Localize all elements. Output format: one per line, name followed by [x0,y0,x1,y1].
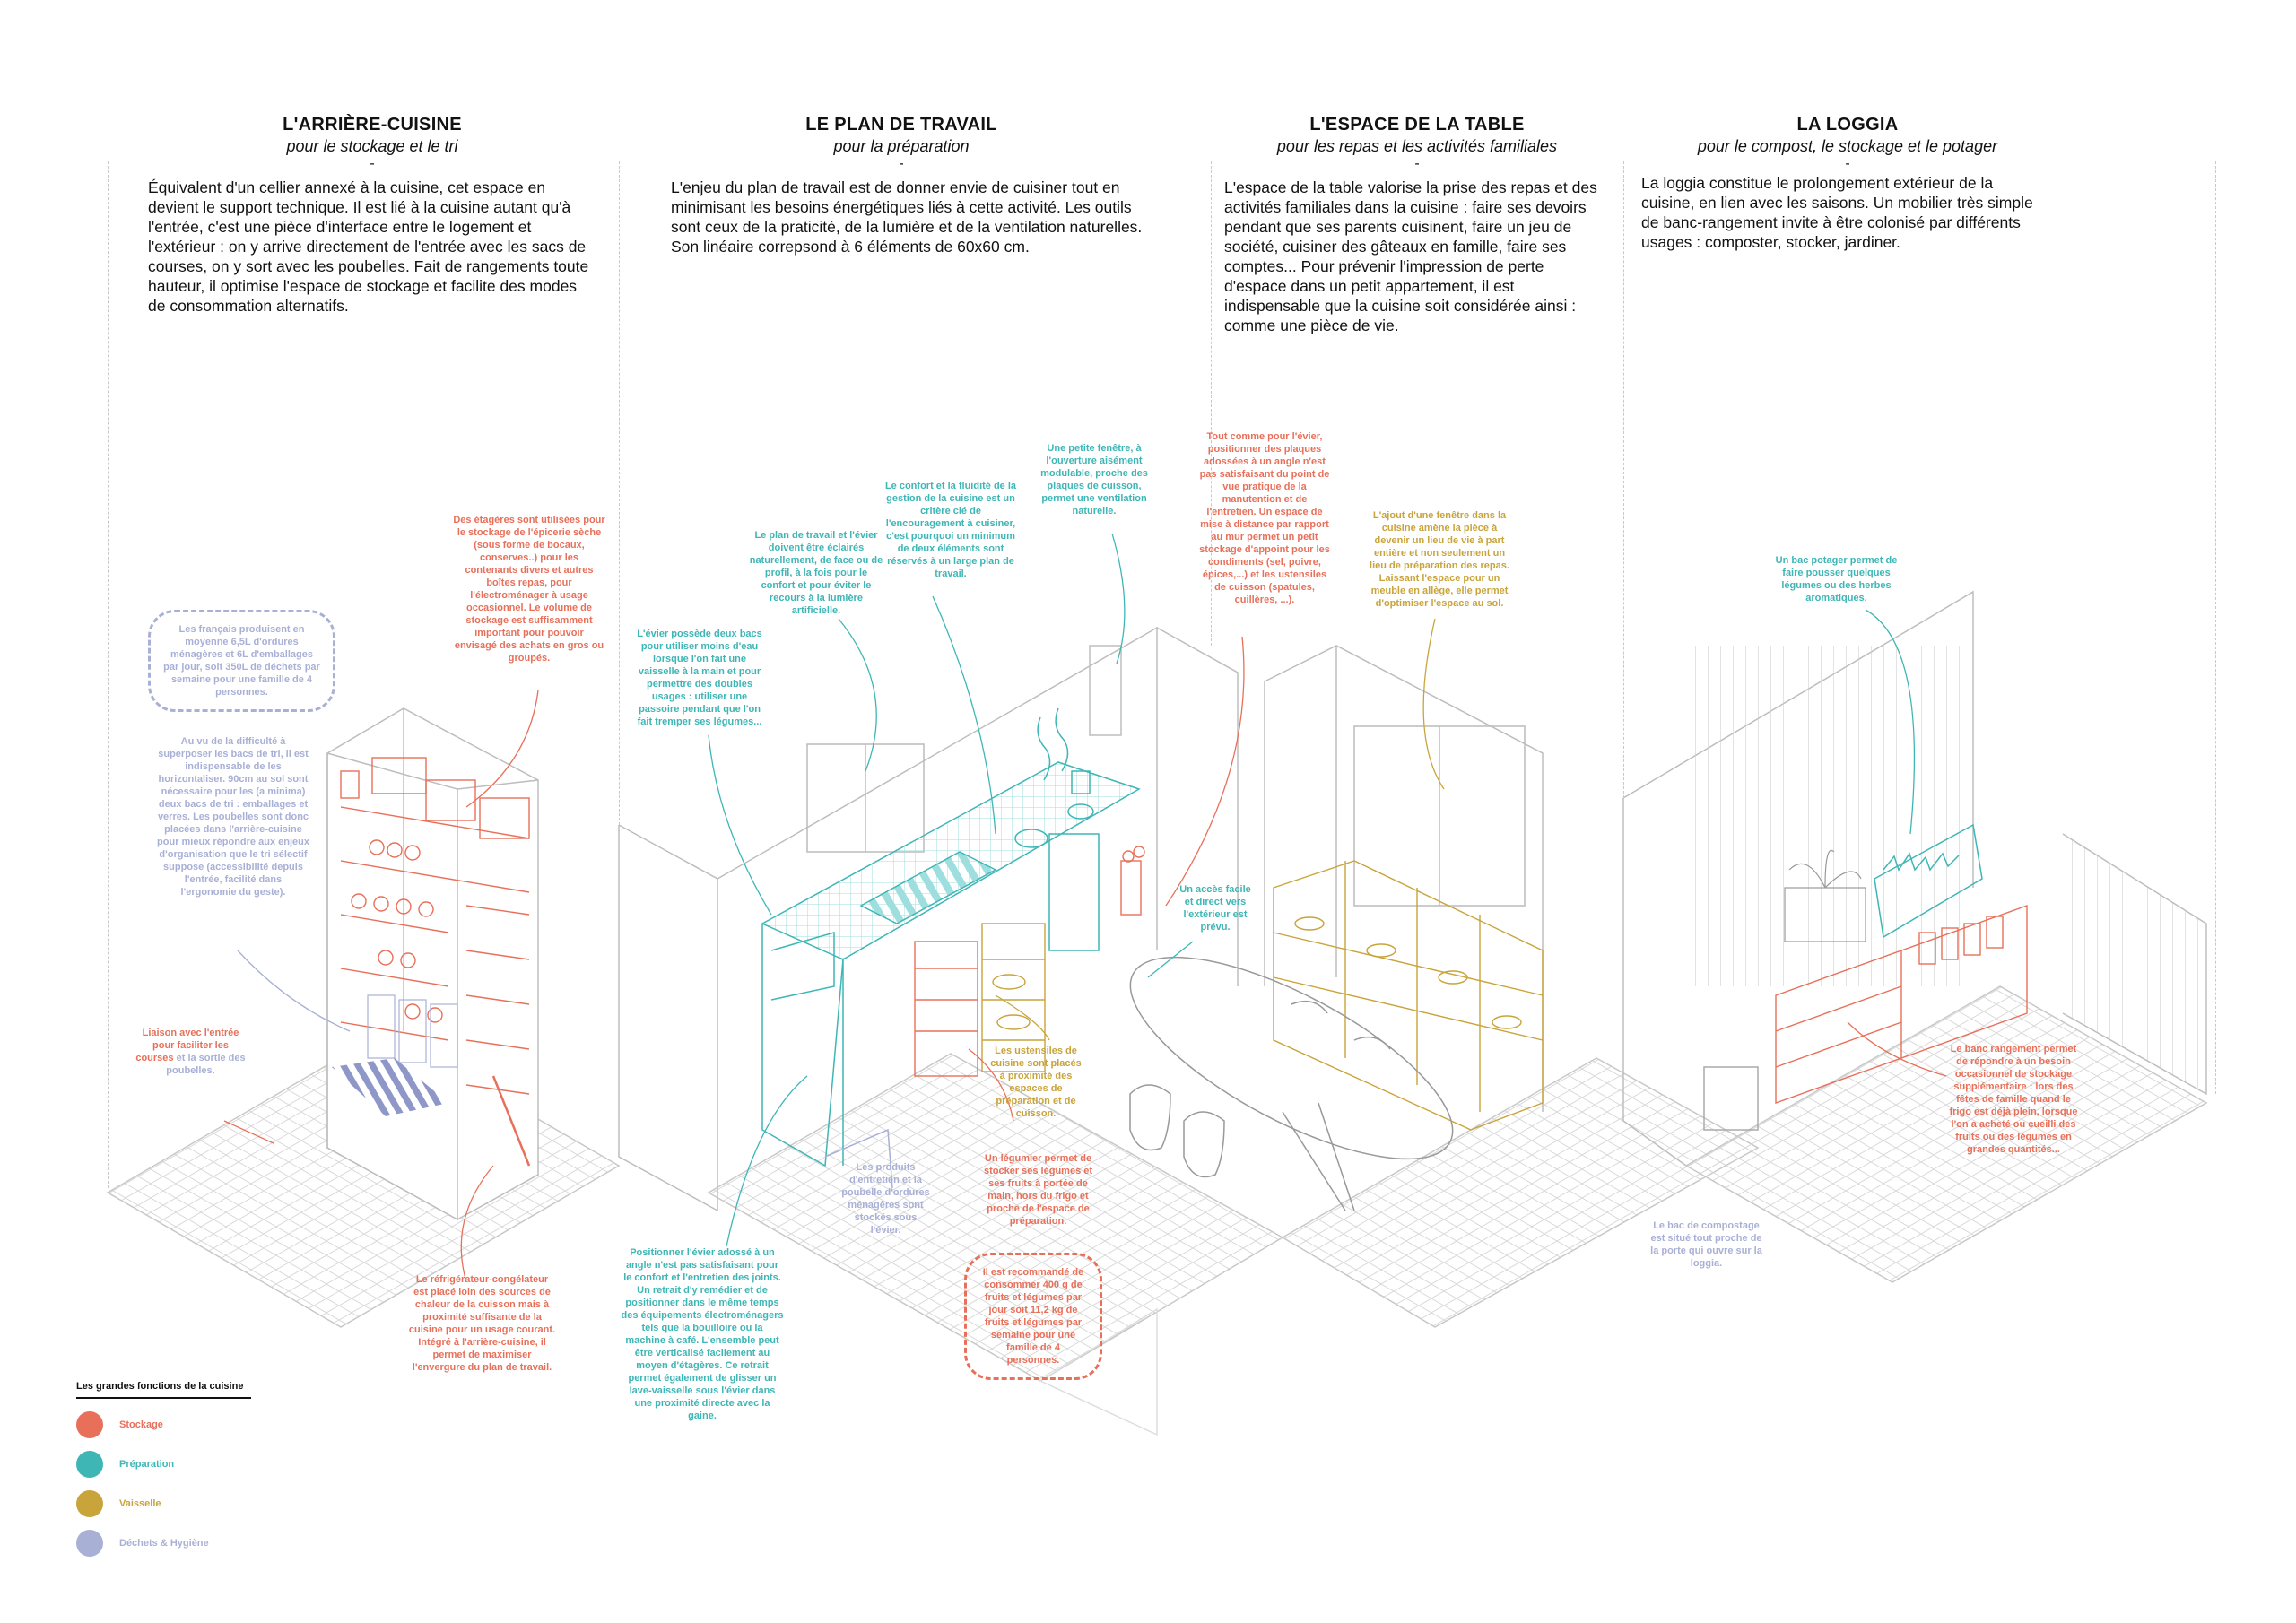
legend-label: Vaisselle [119,1498,161,1509]
legend-item-vaisselle: Vaisselle [76,1490,251,1517]
column-separator [1623,161,1624,798]
zone-espace-table [1129,645,1760,1328]
zone-arriere-cuisine [106,707,621,1328]
annotation-refrigerateur: Le réfrigérateur-congélateur est placé l… [408,1274,556,1373]
annotation-liaison-part1: Liaison avec l'entrée pour faciliter les… [135,1028,239,1063]
column-title: L'ESPACE DE LA TABLE [1309,115,1525,135]
column-dash: - [370,156,375,171]
legend-title: Les grandes fonctions de la cuisine [76,1381,251,1399]
column-header-plan-de-travail: LE PLAN DE TRAVAIL pour la préparation - [614,115,1188,172]
zone-loggia [1622,590,2208,1283]
column-header-arriere-cuisine: L'ARRIÈRE-CUISINE pour le stockage et le… [85,115,659,172]
legend-dot [76,1411,103,1438]
column-separator [1211,161,1212,646]
annotation-fenetre-cuisine: L'ajout d'une fenêtre dans la cuisine am… [1370,510,1509,609]
column-dash: - [1845,156,1850,171]
column-separator [2215,161,2216,1094]
column-header-loggia: LA LOGGIA pour le compost, le stockage e… [1561,115,2135,172]
legend-label: Préparation [119,1459,175,1470]
leader-lines [223,533,1947,1283]
annotation-legumier: Un légumier permet de stocker ses légume… [983,1153,1093,1227]
column-body-arriere-cuisine: Équivalent d'un cellier annexé à la cuis… [148,178,589,315]
column-dash: - [1414,156,1420,171]
annotation-bacs-tri: Au vu de la difficulté à superposer les … [157,736,309,898]
legend: Les grandes fonctions de la cuisine Stoc… [76,1381,251,1557]
column-title: LE PLAN DE TRAVAIL [805,115,997,135]
column-dash: - [899,156,904,171]
column-separator [108,161,109,1188]
annotation-petite-fenetre: Une petite fenêtre, à l'ouverture aiséme… [1040,443,1148,516]
annotation-produits-entretien: Les produits d'entretien et la poubelle … [841,1162,930,1236]
annotation-evier-deux-bacs: L'évier possède deux bacs pour utiliser … [637,629,762,727]
column-subtitle: pour les repas et les activités familial… [1276,137,1558,155]
legend-label: Stockage [119,1419,163,1430]
column-body-plan-de-travail: L'enjeu du plan de travail est de donner… [671,178,1143,256]
annotation-position-evier: Positionner l'évier adossé à un angle n'… [621,1247,784,1421]
column-subtitle: pour le compost, le stockage et le potag… [1697,137,1998,155]
annotation-confort-fluidite: Le confort et la fluidité de la gestion … [884,481,1017,579]
annotation-bac-potager: Un bac potager permet de faire pousser q… [1775,555,1898,603]
annotation-eclairage-naturel: Le plan de travail et l'évier doivent êt… [749,530,883,616]
column-body-espace-table: L'espace de la table valorise la prise d… [1224,178,1597,334]
column-separator [619,161,620,825]
column-subtitle: pour la préparation [833,137,970,155]
annotation-liaison-part2: et la sortie des poubelles. [166,1053,246,1076]
column-header-espace-table: L'ESPACE DE LA TABLE pour les repas et l… [1130,115,1704,172]
annotation-etageres: Des étagères sont utilisées pour le stoc… [453,515,605,664]
annotation-bac-compostage: Le bac de compostage est situé tout proc… [1650,1220,1762,1269]
legend-item-stockage: Stockage [76,1411,251,1438]
column-body-loggia: La loggia constitue le prolongement exté… [1641,174,2033,251]
annotation-ustensiles: Les ustensiles de cuisine sont placés à … [990,1046,1082,1119]
legend-dot [76,1530,103,1557]
annotation-liaison-entree: Liaison avec l'entrée pour faciliter les… [135,1027,247,1077]
column-subtitle: pour le stockage et le tri [286,137,458,155]
annotation-banc-rangement: Le banc rangement permet de répondre à u… [1949,1044,2078,1155]
annotation-fruits-legumes: Il est recommandé de consommer 400 g de … [964,1253,1102,1380]
annotation-acces-exterieur: Un accès facile et direct vers l'extérie… [1179,884,1251,933]
annotation-plaques: Tout comme pour l'évier, positionner des… [1199,431,1330,605]
column-title: LA LOGGIA [1796,115,1899,135]
legend-item-preparation: Préparation [76,1451,251,1478]
zone-plan-de-travail [618,626,1284,1436]
legend-dot [76,1490,103,1517]
annotation-dechets-stats: Les français produisent en moyenne 6,5L … [148,610,335,712]
column-title: L'ARRIÈRE-CUISINE [283,115,462,135]
legend-label: Déchets & Hygiène [119,1538,209,1549]
legend-item-dechets-hygiene: Déchets & Hygiène [76,1530,251,1557]
legend-dot [76,1451,103,1478]
